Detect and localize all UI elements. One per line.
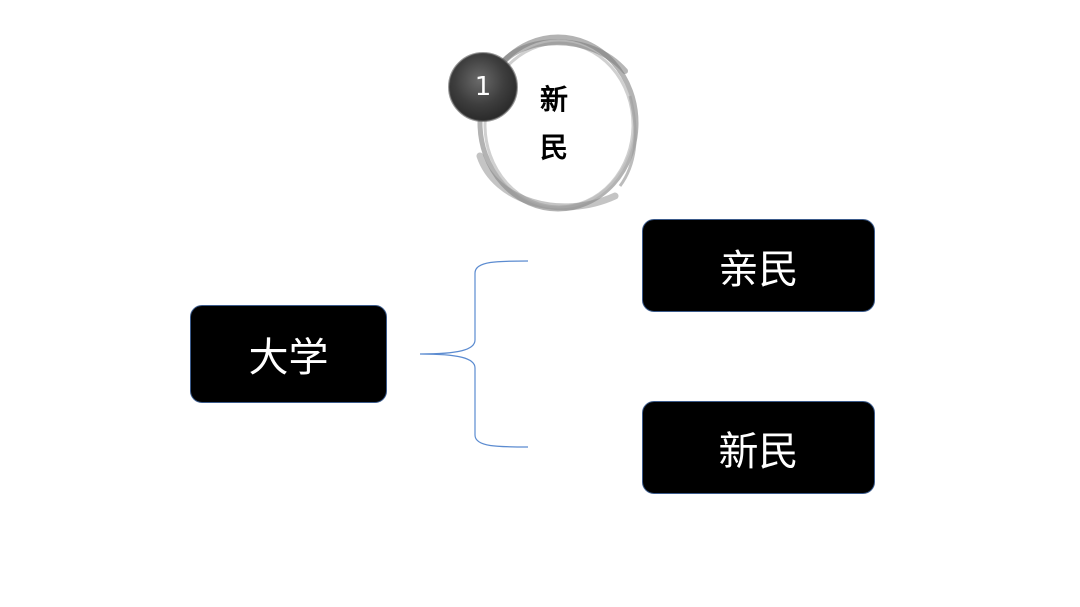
heading-char: 新 xyxy=(539,83,568,116)
heading-char: 民 xyxy=(539,131,568,164)
curly-brace-connector xyxy=(419,260,529,448)
branch-node-qinmin: 亲民 xyxy=(642,219,875,312)
ink-circle-ornament: 1 新 民 xyxy=(440,26,650,222)
ink-ring-icon xyxy=(448,34,639,212)
branch-node-xinmin: 新民 xyxy=(642,401,875,494)
root-node: 大学 xyxy=(190,305,387,403)
section-heading: 新 民 xyxy=(532,76,576,172)
section-number-badge: 1 xyxy=(474,72,492,102)
